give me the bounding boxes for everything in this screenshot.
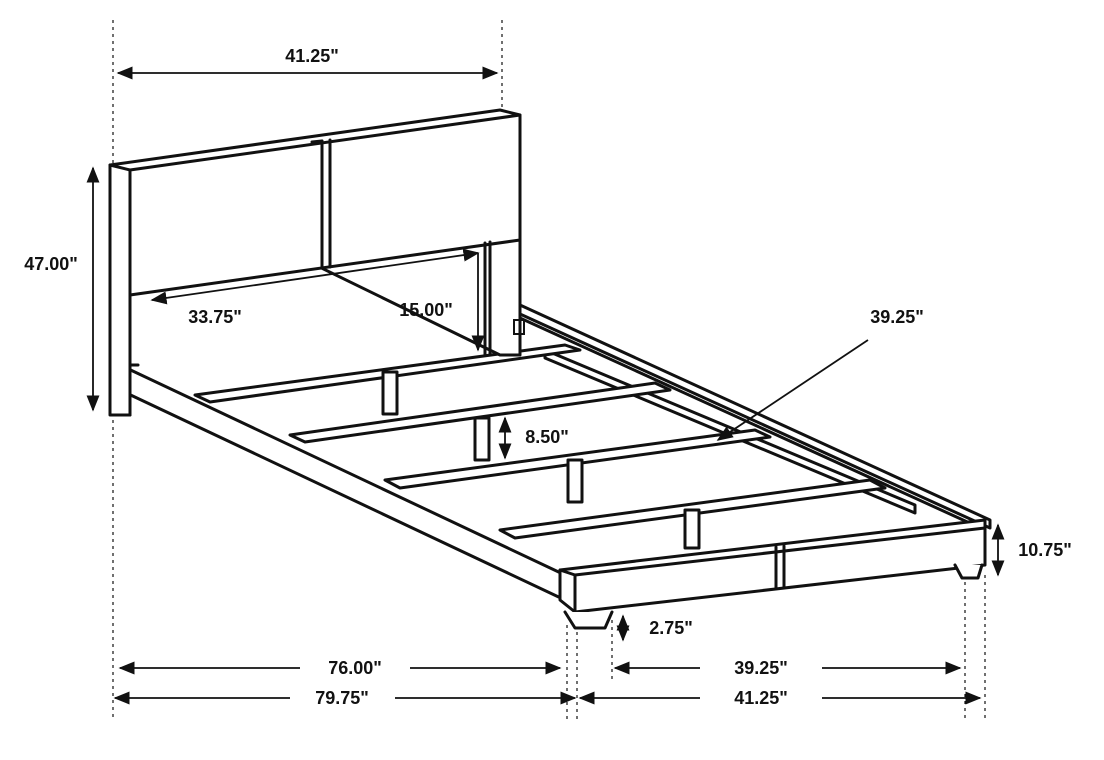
headboard-inner-width-label: 33.75": [188, 307, 242, 327]
rail-diagonal-label: 39.25": [870, 307, 924, 327]
slat-supports: [381, 370, 701, 550]
extension-lines: [112, 20, 986, 720]
footboard: [558, 518, 987, 630]
footboard-height-label: 10.75": [1018, 540, 1072, 560]
headboard: [108, 108, 525, 417]
dimension-arrows: [86, 66, 1005, 705]
inner-length-label: 76.00": [328, 658, 382, 678]
overall-width-label: 41.25": [734, 688, 788, 708]
overall-length-label: 79.75": [315, 688, 369, 708]
dimension-labels: 41.25" 47.00" 33.75" 15.00" 39.25" 8.50"…: [24, 46, 1072, 708]
slat-support-height-label: 8.50": [525, 427, 569, 447]
headboard-panel-height-label: 15.00": [399, 300, 453, 320]
leg-height-label: 2.75": [649, 618, 693, 638]
headboard-width-label: 41.25": [285, 46, 339, 66]
headboard-height-label: 47.00": [24, 254, 78, 274]
inner-width-label: 39.25": [734, 658, 788, 678]
side-rail: [118, 363, 567, 602]
